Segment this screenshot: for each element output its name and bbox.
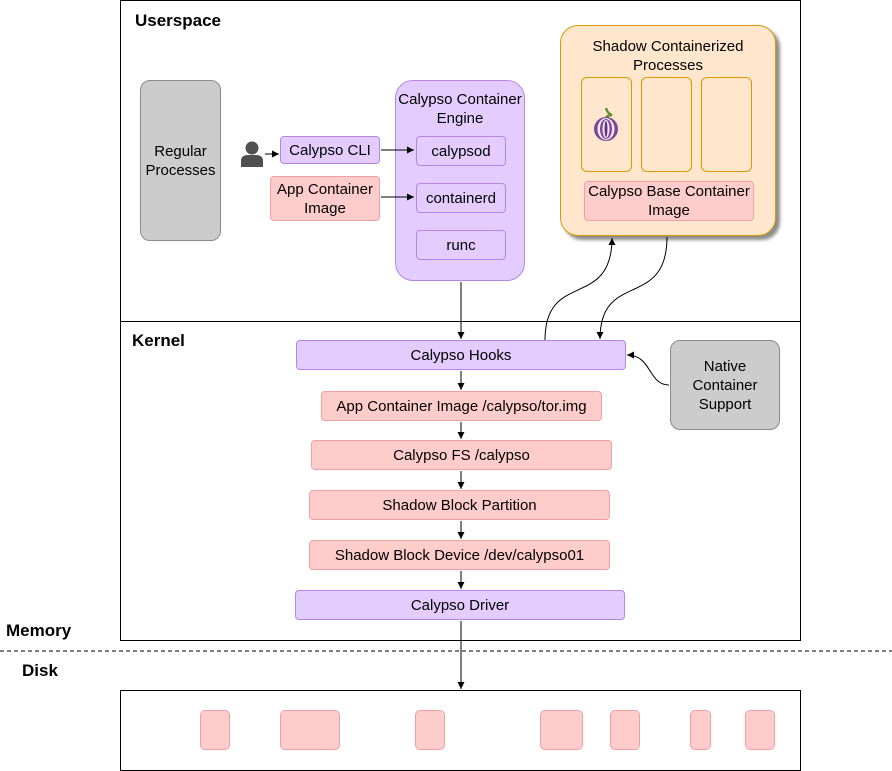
engine-component-calypsod: calypsod (416, 136, 506, 166)
calypso-fs-label: Calypso FS /calypso (393, 446, 530, 464)
engine-component-label: calypsod (431, 142, 491, 160)
disk-block (610, 710, 640, 750)
tor-onion-icon (591, 106, 621, 142)
process-slot (701, 77, 752, 172)
container-engine-title: Calypso Container Engine (398, 91, 522, 127)
disk-block (415, 710, 445, 750)
shadow-block-partition-box: Shadow Block Partition (309, 490, 610, 520)
arrow-native-to-hooks (626, 351, 670, 386)
shadow-block-device-label: Shadow Block Device /dev/calypso01 (334, 546, 585, 564)
native-container-support-box: Native Container Support (670, 340, 780, 430)
disk-label: Disk (22, 661, 58, 680)
calypso-hooks-box: Calypso Hooks (296, 340, 626, 370)
shadow-block-partition-label: Shadow Block Partition (382, 496, 537, 514)
container-engine: Calypso Container Engine calypsod contai… (395, 80, 525, 281)
process-slot (641, 77, 692, 172)
regular-processes-label: Regular Processes (145, 142, 216, 179)
arrow-shadow-to-hooks (596, 236, 668, 340)
disk-block (690, 710, 711, 750)
kernel-label: Kernel (132, 331, 185, 350)
engine-component-label: containerd (425, 189, 497, 207)
engine-component-label: runc (446, 236, 476, 254)
calypso-driver-label: Calypso Driver (410, 596, 510, 614)
shadow-block-device-box: Shadow Block Device /dev/calypso01 (309, 540, 610, 570)
app-container-image-box: App Container Image (270, 176, 380, 221)
regular-processes-box: Regular Processes (140, 80, 221, 241)
app-image-path-label: App Container Image /calypso/tor.img (336, 397, 587, 415)
shadow-processes-title: Shadow Containerized Processes (592, 38, 744, 74)
shadow-containerized-processes: Shadow Containerized Processes Calypso B… (560, 25, 776, 236)
user-icon (240, 140, 264, 167)
engine-component-containerd: containerd (416, 183, 506, 213)
calypso-hooks-label: Calypso Hooks (410, 346, 512, 364)
app-container-image-label: App Container Image (277, 180, 373, 217)
engine-component-runc: runc (416, 230, 506, 260)
native-support-label: Native Container Support (692, 357, 758, 413)
userspace-label: Userspace (135, 11, 222, 30)
calypso-fs-box: Calypso FS /calypso (311, 440, 612, 470)
base-image-label: Calypso Base Container Image (588, 183, 750, 219)
calypso-cli-box: Calypso CLI (280, 136, 380, 164)
disk-block (280, 710, 340, 750)
process-slot (581, 77, 632, 172)
disk-block (200, 710, 230, 750)
disk-block (540, 710, 583, 750)
calypso-driver-box: Calypso Driver (295, 590, 625, 620)
memory-label: Memory (6, 621, 72, 640)
calypso-cli-label: Calypso CLI (289, 141, 371, 159)
arrow-hooks-to-shadow (544, 237, 616, 341)
app-image-path-box: App Container Image /calypso/tor.img (321, 391, 602, 421)
disk-block (745, 710, 775, 750)
calypso-base-container-image: Calypso Base Container Image (584, 181, 754, 221)
